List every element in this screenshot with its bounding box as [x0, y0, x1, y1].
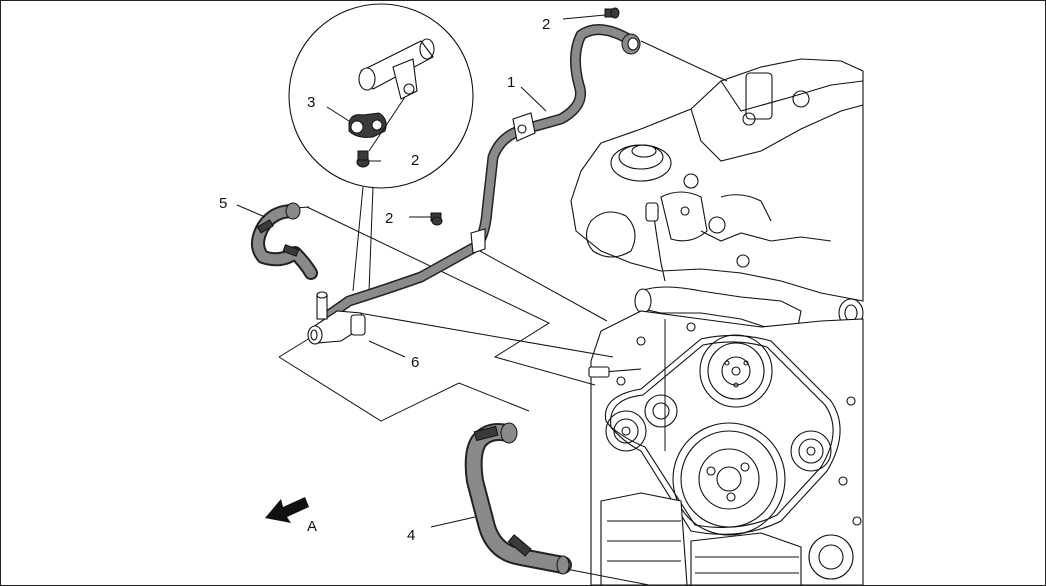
callout-2-mid: 2 — [385, 210, 393, 227]
hose-4 — [464, 422, 572, 575]
callout-3: 3 — [307, 94, 315, 111]
callout-4: 4 — [407, 527, 415, 544]
callout-1: 1 — [507, 74, 515, 91]
coolant-pipe-1 — [307, 24, 641, 345]
callout-leaders — [236, 14, 606, 528]
bolt-mid — [430, 212, 443, 226]
view-label-a: A — [307, 518, 317, 535]
callout-5: 5 — [219, 195, 227, 212]
oil-filler-cap — [610, 144, 672, 182]
bolt-top — [604, 7, 620, 19]
hose-5 — [251, 202, 318, 280]
callout-2-top: 2 — [542, 16, 550, 33]
view-direction-arrow — [265, 497, 309, 523]
crankshaft-pulley — [672, 422, 786, 536]
callout-6: 6 — [411, 354, 419, 371]
detail-inset — [288, 3, 474, 292]
inset-bolt — [356, 150, 370, 168]
clip-part — [348, 112, 387, 138]
callout-2-inset: 2 — [411, 152, 419, 169]
engine-assembly — [570, 58, 864, 585]
